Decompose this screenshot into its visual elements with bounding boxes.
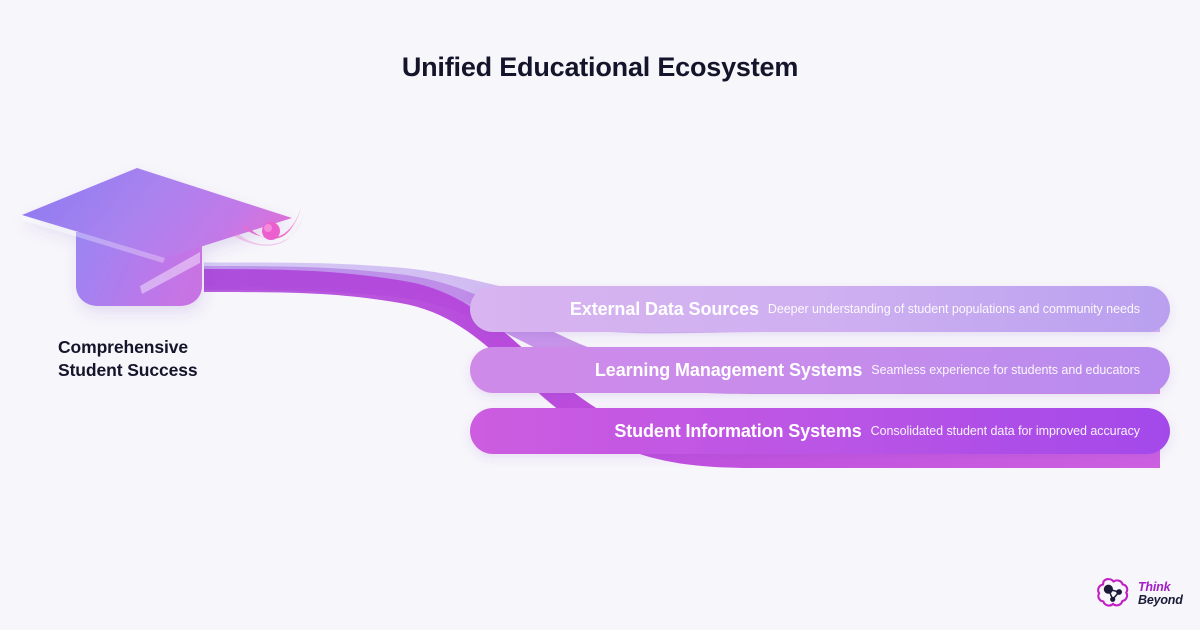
brand-logo-text: Think Beyond (1138, 579, 1183, 608)
branch-title: External Data Sources (569, 298, 759, 319)
graduation-cap-icon (22, 168, 292, 306)
source-node-label: Comprehensive Student Success (58, 336, 358, 383)
branch-description: Consolidated student data for improved a… (870, 424, 1140, 438)
branch-bar-learning-management-systems[interactable] (470, 347, 1170, 393)
tassel-knot-highlight (264, 224, 272, 232)
branch-title: Learning Management Systems (594, 359, 863, 380)
brand-logo[interactable]: Think Beyond (1093, 572, 1189, 616)
branch-bar-external-data-sources[interactable] (470, 286, 1170, 332)
source-label-line-1: Comprehensive (58, 337, 188, 357)
branch-label-external-data-sources[interactable]: External Data Sources Deeper understandi… (470, 286, 1170, 332)
branch-label-student-information-systems[interactable]: Student Information Systems Consolidated… (470, 408, 1170, 454)
brain-network-icon (1097, 578, 1129, 607)
page-title: Unified Educational Ecosystem (401, 52, 799, 82)
branch-title: Student Information Systems (614, 420, 862, 441)
branch-description: Seamless experience for students and edu… (871, 363, 1140, 377)
graduation-cap-board-edge (22, 215, 165, 263)
branch-bars (470, 286, 1170, 454)
graduation-cap-tassel (234, 205, 305, 246)
source-label-line-2: Student Success (58, 360, 198, 381)
brand-word-one: Think (1138, 579, 1171, 594)
tassel-knot (262, 222, 280, 240)
branch-label-learning-management-systems[interactable]: Learning Management Systems Seamless exp… (470, 347, 1170, 393)
brand-word-two: Beyond (1138, 593, 1183, 607)
graduation-cap-highlight (140, 252, 200, 294)
branch-description: Deeper understanding of student populati… (767, 302, 1140, 316)
graduation-cap-board (22, 168, 292, 258)
branch-bar-student-information-systems[interactable] (470, 408, 1170, 454)
